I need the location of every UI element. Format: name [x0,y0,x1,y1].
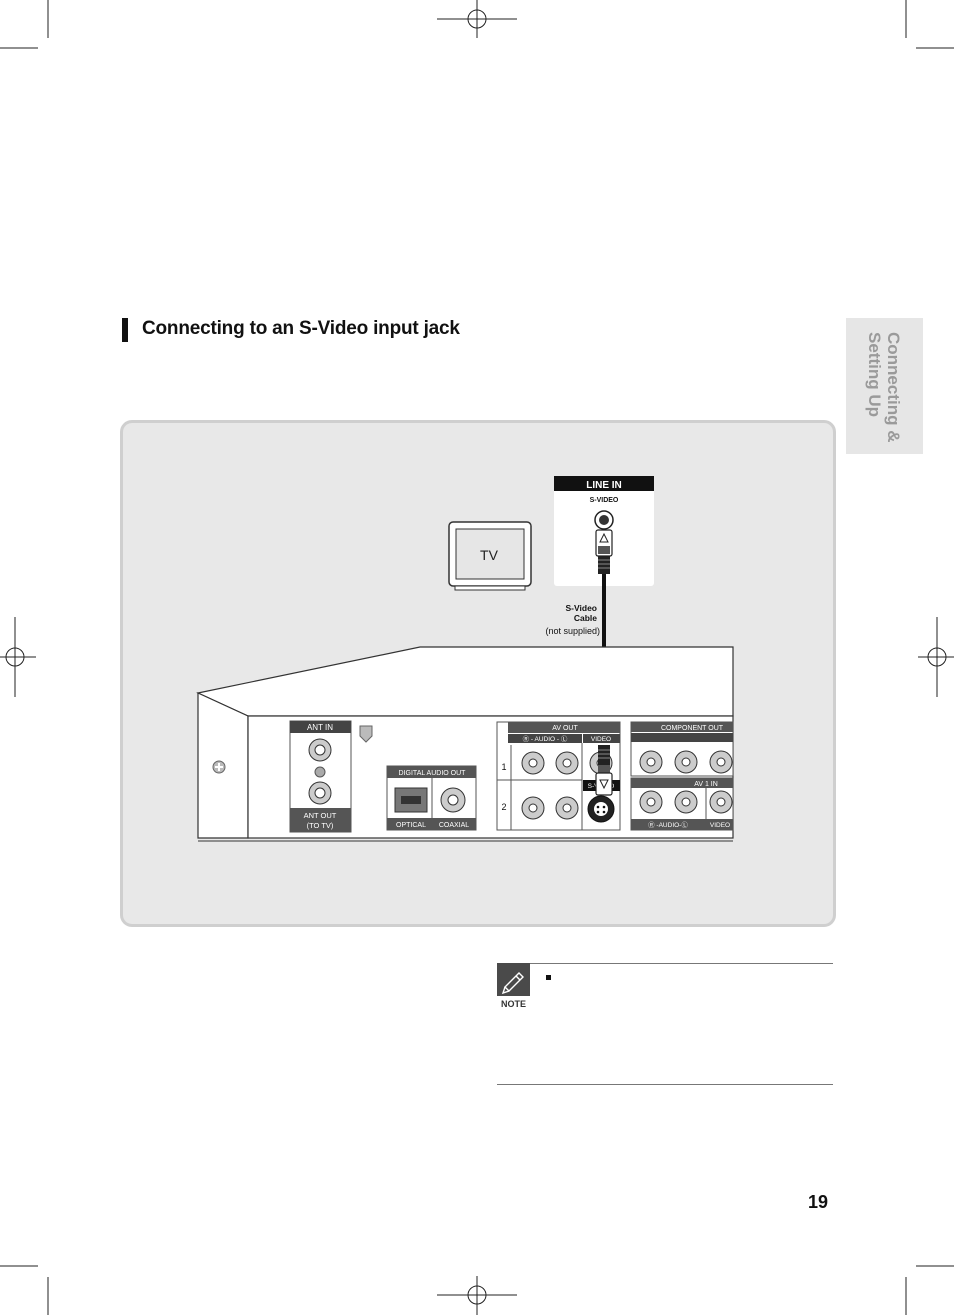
note-top-rule [497,963,833,964]
component-out-label: COMPONENT OUT [661,725,724,732]
page-number: 19 [808,1192,829,1212]
ant-in-label: ANT IN [307,723,333,732]
av-out-label: AV OUT [552,725,578,732]
svideo-cable-bottom-plug [595,745,613,796]
component-av1-section: COMPONENT OUT AV 1 IN Ⓡ -AUDIO-Ⓛ VIDEO [630,721,734,831]
tv-illustration: TV [448,521,532,591]
row-2-label: 2 [501,802,506,812]
ant-out-label-1: ANT OUT [304,811,337,820]
note-pencil-icon [497,963,530,996]
line-in-header: LINE IN [586,480,622,491]
row-1-label: 1 [501,762,506,772]
svideo-jack-label: S-VIDEO [590,497,619,504]
section-marker [122,318,128,342]
note-bottom-rule [497,1084,833,1085]
section-title: Connecting to an S-Video input jack [142,318,460,339]
tv-label: TV [480,547,499,563]
av1-in-audio-label: Ⓡ -AUDIO-Ⓛ [648,821,688,829]
digital-audio-out-label: DIGITAL AUDIO OUT [399,770,467,777]
note-label: NOTE [500,999,526,1009]
ant-out-label-2: (TO TV) [307,821,334,830]
av-out-video-label: VIDEO [591,736,611,743]
optical-label: OPTICAL [396,822,426,829]
av1-in-video-label: VIDEO [710,822,730,829]
svideo-cable-top-plug [595,529,613,574]
cable-label-2: Cable [574,613,597,623]
av-out-audio-label: Ⓡ - AUDIO - Ⓛ [523,735,568,743]
av1-in-label: AV 1 IN [694,781,718,788]
coaxial-label: COAXIAL [439,822,469,829]
digital-audio-section: DIGITAL AUDIO OUT OPTICAL COAXIAL [386,765,477,831]
chapter-side-tab: Connecting & Setting Up [846,318,923,454]
cable-label-3: (not supplied) [545,626,600,636]
pencil-icon [501,972,524,995]
antenna-section: ANT IN ANT OUT (TO TV) [289,720,373,833]
cable-label-1: S-Video [566,603,598,613]
note-bullet [546,975,551,980]
